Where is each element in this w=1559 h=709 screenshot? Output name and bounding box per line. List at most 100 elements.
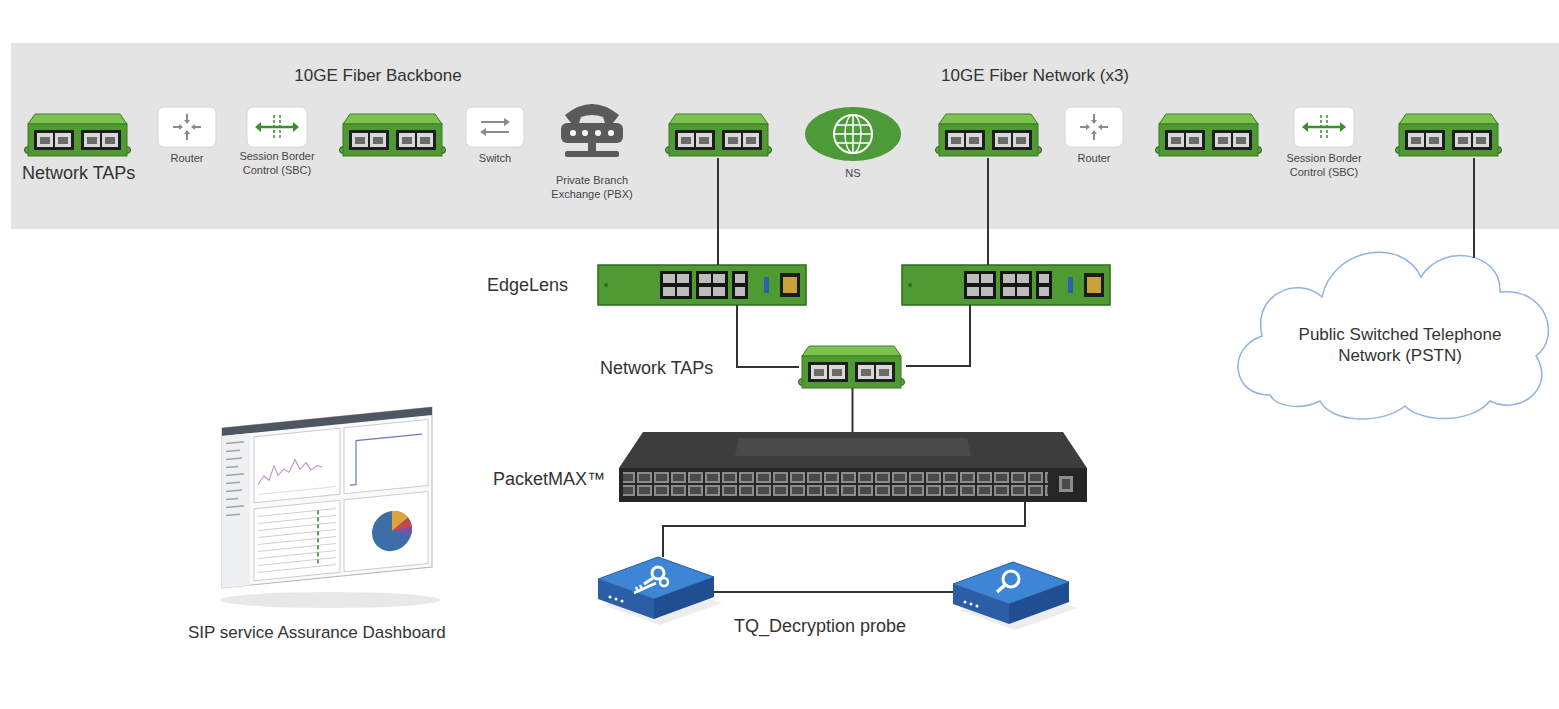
sbc-icon <box>1321 115 1327 139</box>
pstn-wire <box>1473 158 1475 258</box>
device-label: Session Border Control (SBC) <box>230 150 324 178</box>
packetmax-device <box>619 468 1087 502</box>
connector-line <box>663 502 1025 557</box>
device-label: Router <box>142 152 232 166</box>
packetmax-device <box>619 432 1087 468</box>
dashboard-screenshot <box>222 407 432 588</box>
sbc-icon <box>1294 107 1354 147</box>
cloud-label: Public Switched Telephone Network (PSTN) <box>1270 324 1530 367</box>
ns-globe-icon <box>805 107 901 161</box>
packetmax-device <box>623 472 1048 498</box>
session-border-control: Session Border Control (SBC) <box>247 107 307 147</box>
dashboard-screenshot <box>392 527 412 537</box>
dashboard-screenshot <box>222 407 432 588</box>
dashboard-caption: SIP service Assurance Dashboard <box>188 622 488 643</box>
dashboard-screenshot <box>254 428 340 503</box>
sbc-icon <box>274 115 280 139</box>
probe-link-wire <box>714 591 953 593</box>
network-tap <box>936 114 1042 156</box>
pbx-icon <box>565 104 619 123</box>
device-label: Session Border Control (SBC) <box>1277 152 1371 180</box>
ns-globe: NS <box>805 107 901 162</box>
router-icon <box>158 107 216 147</box>
pstn-cloud: Public Switched Telephone Network (PSTN) <box>1232 228 1558 418</box>
router-icon <box>158 107 216 147</box>
magnifier-icon <box>997 571 1019 592</box>
device-label: EdgeLens <box>487 274 587 297</box>
pbx: Private Branch Exchange (PBX) <box>557 97 627 159</box>
device-label: Router <box>1049 152 1139 166</box>
router: Router <box>158 107 216 147</box>
pbx-icon <box>561 123 623 143</box>
router-icon <box>1080 114 1108 140</box>
sbc-icon <box>255 122 299 132</box>
connector-line <box>852 388 854 432</box>
dashboard-screenshot <box>372 509 412 553</box>
magnifier-icon <box>997 585 1005 592</box>
switch-icon <box>466 107 524 147</box>
network-tap <box>799 346 905 388</box>
sbc-icon <box>1294 107 1354 147</box>
sbc-icon <box>1306 126 1342 129</box>
key-magnifier-icon <box>660 578 668 586</box>
pbx-icon <box>595 130 601 136</box>
dashboard-screenshot <box>222 433 250 588</box>
band-heading: 10GE Fiber Backbone <box>258 65 498 86</box>
network-tap <box>666 114 772 156</box>
switch-icon <box>480 118 510 136</box>
sbc-icon <box>259 126 295 129</box>
dashboard-screenshot <box>317 510 319 566</box>
dashboard-screenshot <box>254 500 340 581</box>
dashboard-screenshot <box>344 491 428 571</box>
router-icon <box>173 114 201 140</box>
key-magnifier-icon <box>644 578 653 584</box>
pbx-icon <box>582 130 588 136</box>
key-magnifier-icon <box>634 567 668 593</box>
dashboard-screenshot <box>258 509 336 573</box>
device-label: Network TAPs <box>600 357 740 380</box>
device-label: TQ_Decryption probe <box>734 615 944 638</box>
ns-globe-icon <box>834 115 872 153</box>
device-label: Network TAPs <box>22 162 162 185</box>
dashboard-screenshot <box>220 592 440 608</box>
magnifier-icon <box>1003 571 1019 587</box>
network-tap <box>25 114 131 156</box>
sbc-icon <box>1302 122 1346 132</box>
pbx-icon <box>570 130 576 136</box>
device-label: Switch <box>450 152 540 166</box>
router-icon <box>1065 107 1123 147</box>
tap-wire <box>906 305 970 366</box>
tap-wire <box>987 158 989 265</box>
pbx-icon <box>608 130 614 136</box>
dashboard-screenshot <box>226 442 244 516</box>
ns-globe-icon <box>805 107 901 161</box>
edgelens-device <box>598 265 806 305</box>
pbx-icon <box>565 151 619 157</box>
packetmax-device <box>735 438 971 456</box>
backbone-band: 10GE Fiber Backbone10GE Fiber Network (x… <box>11 43 1559 229</box>
pbx-icon <box>588 143 596 151</box>
packetmax: PacketMAX™ <box>619 432 1087 502</box>
network-tap: Network TAPs <box>25 112 130 160</box>
ns-globe-icon <box>834 115 872 153</box>
pbx-icon <box>561 104 623 157</box>
dashboard-screenshot <box>344 419 428 493</box>
dashboard-screenshot <box>220 407 440 608</box>
device-label: PacketMAX™ <box>493 468 613 491</box>
tap-wire <box>717 158 719 265</box>
probe-box <box>953 562 1077 630</box>
packetmax-device <box>1059 476 1073 492</box>
network-tap <box>340 114 446 156</box>
device-label: NS <box>805 167 901 181</box>
device-label: Private Branch Exchange (PBX) <box>539 174 645 202</box>
sbc-icon <box>247 107 307 147</box>
dashboard-screenshot <box>258 487 336 495</box>
key-magnifier-icon <box>634 583 656 593</box>
network-tap: Network TAPs <box>799 346 906 388</box>
network-tap <box>1156 114 1262 156</box>
router-icon <box>1086 120 1102 134</box>
